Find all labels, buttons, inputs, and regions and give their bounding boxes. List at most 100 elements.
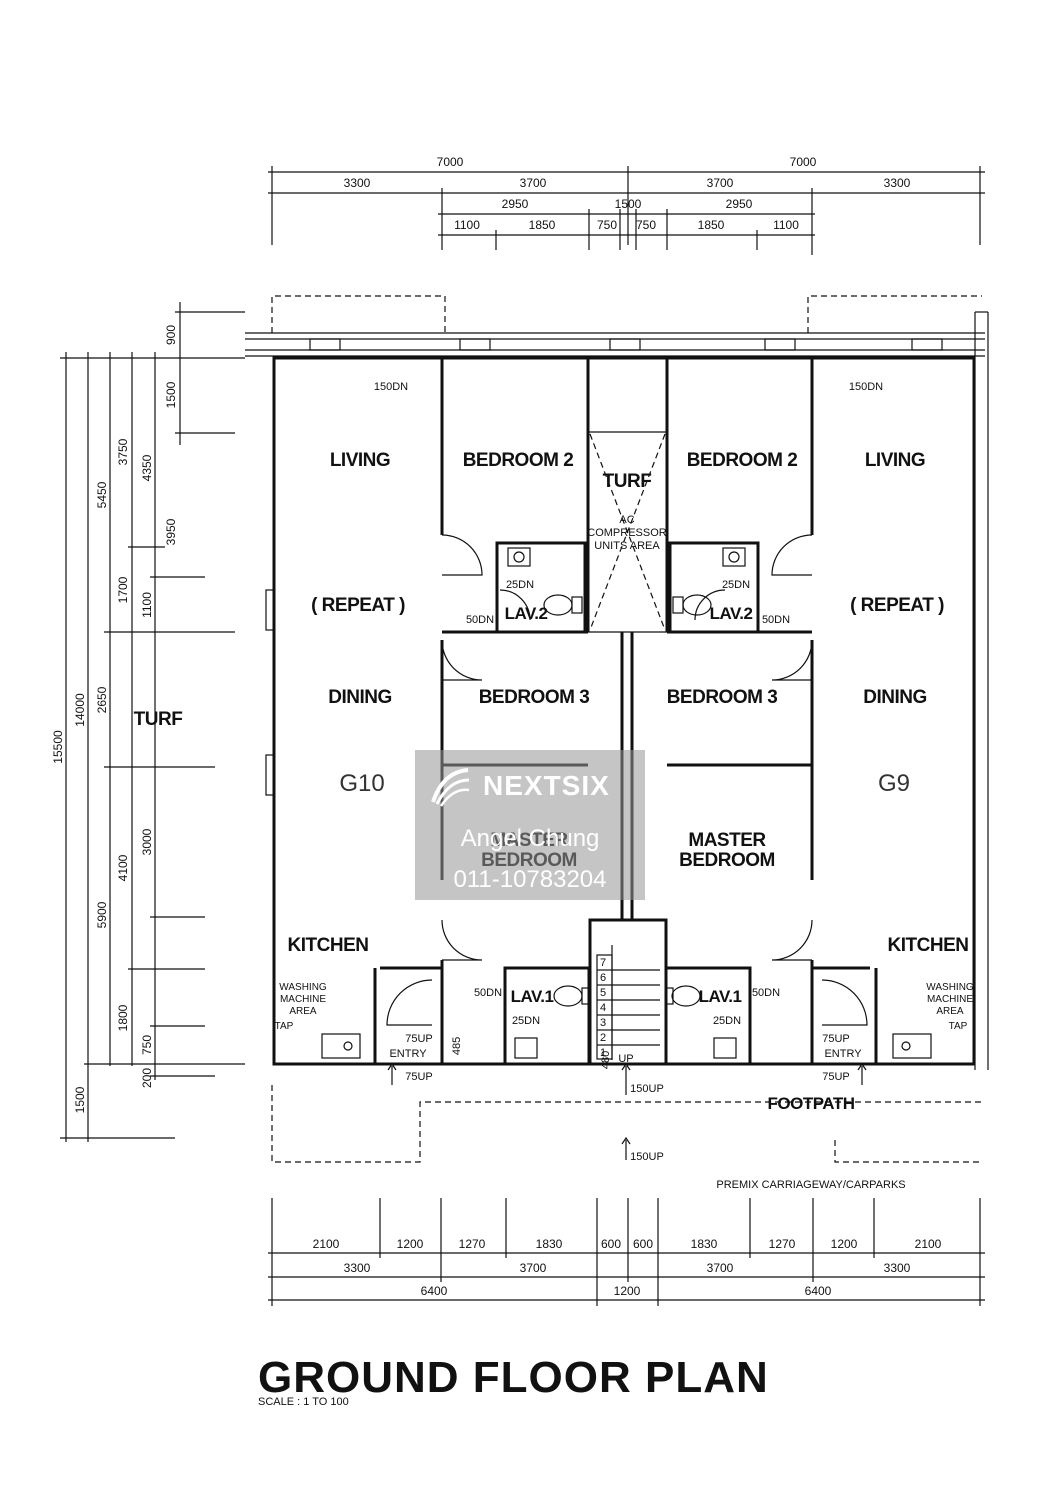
stair-step-3: 3 <box>600 1017 606 1029</box>
level-25dn-lav1-right: 25DN <box>713 1015 741 1027</box>
scale-note: SCALE : 1 TO 100 <box>258 1396 349 1408</box>
stair-treads <box>597 945 660 1060</box>
room-living-left: LIVING <box>330 450 390 471</box>
nextsix-logo-icon <box>431 768 470 807</box>
room-bedroom2-right: BEDROOM 2 <box>687 450 798 471</box>
dim-left-4100: 4100 <box>116 854 130 881</box>
room-turf-center: TURF <box>603 471 652 492</box>
dim-480: 480 <box>600 1051 612 1069</box>
stair-step-6: 6 <box>600 972 606 984</box>
dim-top-1500: 1500 <box>615 197 642 211</box>
room-lav2-right: LAV.2 <box>710 604 753 623</box>
stair-step-2: 2 <box>600 1032 606 1044</box>
room-dining-right: DINING <box>863 687 927 708</box>
stair-step-4: 4 <box>600 1002 606 1014</box>
dim-top-3700-right: 3700 <box>707 176 734 190</box>
dim-left-5900: 5900 <box>95 901 109 928</box>
unit-number-g9: G9 <box>878 770 910 797</box>
dim-left-1100: 1100 <box>140 592 154 618</box>
dim-bottom-2100-left: 2100 <box>313 1237 340 1251</box>
level-75up-inner-left: 75UP <box>405 1033 433 1045</box>
stair-step-5: 5 <box>600 987 606 999</box>
label-units-area: UNITS AREA <box>594 540 660 552</box>
label-carriageway: PREMIX CARRIAGEWAY/CARPARKS <box>716 1179 905 1191</box>
stair-step-7: 7 <box>600 957 606 969</box>
dim-left-2650: 2650 <box>95 686 109 713</box>
stair-step-1: 1 <box>600 1047 606 1059</box>
dim-top-3300-right: 3300 <box>884 176 911 190</box>
dim-bottom-3700-right: 3700 <box>707 1261 734 1275</box>
dim-bottom-1200-left: 1200 <box>397 1237 424 1251</box>
dim-left-3950: 3950 <box>164 518 178 545</box>
top-dimensions: 7000 7000 3300 3700 3700 3300 2950 1500 … <box>268 155 985 255</box>
walls <box>265 356 976 1066</box>
dim-top-1100-right: 1100 <box>773 218 799 232</box>
dim-left-15500: 15500 <box>51 730 65 764</box>
label-compressor: COMPRESSOR <box>587 527 667 539</box>
dim-bottom-3700-left: 3700 <box>520 1261 547 1275</box>
level-75up-inner-right: 75UP <box>822 1033 850 1045</box>
dim-top-7000-left: 7000 <box>437 155 464 169</box>
level-25dn-lav1-left: 25DN <box>512 1015 540 1027</box>
dim-bottom-600-right: 600 <box>633 1237 653 1251</box>
dim-left-200: 200 <box>140 1068 154 1088</box>
dim-bottom-3300-right: 3300 <box>884 1261 911 1275</box>
label-washing-right: WASHING <box>926 982 974 993</box>
dim-left-1500-bottom: 1500 <box>73 1086 87 1113</box>
dashed-outlines <box>271 295 982 1163</box>
label-machine-left: MACHINE <box>280 994 326 1005</box>
room-lav1-left: LAV.1 <box>511 987 554 1006</box>
room-repeat-left: ( REPEAT ) <box>311 595 405 616</box>
unit-number-g10: G10 <box>339 770 384 797</box>
watermark: NEXTSIX Angel Chung 011-10783204 <box>415 750 645 900</box>
label-tap-left: TAP <box>275 1021 294 1032</box>
room-kitchen-right: KITCHEN <box>888 935 969 956</box>
dim-top-2950-left: 2950 <box>502 197 529 211</box>
room-master-right: MASTER <box>688 830 766 851</box>
room-lav1-right: LAV.1 <box>699 987 742 1006</box>
level-up-stair: UP <box>618 1053 633 1065</box>
level-75up-outer-right: 75UP <box>822 1071 850 1083</box>
room-bedroom3-right: BEDROOM 3 <box>667 687 778 708</box>
dim-top-1850-right: 1850 <box>698 218 725 232</box>
label-machine-right: MACHINE <box>927 994 973 1005</box>
label-tap-right: TAP <box>949 1021 968 1032</box>
level-50dn-lav1-left: 50DN <box>474 987 502 999</box>
level-50dn-lav2-left: 50DN <box>466 614 494 626</box>
level-notes: 150DN 150DN 25DN 25DN 50DN 50DN 50DN 50D… <box>374 381 883 1163</box>
dim-left-14000: 14000 <box>73 693 87 727</box>
dim-485: 485 <box>451 1037 463 1055</box>
dim-top-750-left: 750 <box>597 218 617 232</box>
dim-bottom-1270-right: 1270 <box>769 1237 796 1251</box>
dim-top-1850-left: 1850 <box>529 218 556 232</box>
level-150up-road: 150UP <box>630 1151 664 1163</box>
room-living-right: LIVING <box>865 450 925 471</box>
dim-bottom-1830-right: 1830 <box>691 1237 718 1251</box>
room-dining-left: DINING <box>328 687 392 708</box>
level-150up-stair: 150UP <box>630 1083 664 1095</box>
dim-left-3000: 3000 <box>140 828 154 855</box>
dim-left-900: 900 <box>164 325 178 345</box>
room-bedroom2-left: BEDROOM 2 <box>463 450 574 471</box>
label-entry-right: ENTRY <box>824 1048 862 1060</box>
dim-left-5450: 5450 <box>95 481 109 508</box>
room-bedroom3-left: BEDROOM 3 <box>479 687 590 708</box>
dim-top-3300-left: 3300 <box>344 176 371 190</box>
dim-bottom-6400-left: 6400 <box>421 1284 448 1298</box>
room-master-bedroom-right: BEDROOM <box>679 850 775 871</box>
dim-bottom-1830-left: 1830 <box>536 1237 563 1251</box>
dim-left-1500: 1500 <box>164 381 178 408</box>
watermark-brand: NEXTSIX <box>483 770 610 801</box>
dim-top-7000-right: 7000 <box>790 155 817 169</box>
stair-step-numbers: 7 6 5 4 3 2 1 <box>600 957 606 1059</box>
label-entry-left: ENTRY <box>389 1048 427 1060</box>
level-25dn-lav2-left: 25DN <box>506 579 534 591</box>
dim-bottom-600-left: 600 <box>601 1237 621 1251</box>
dim-bottom-2100-right: 2100 <box>915 1237 942 1251</box>
level-50dn-lav2-right: 50DN <box>762 614 790 626</box>
label-footpath: FOOTPATH <box>768 1094 855 1113</box>
dim-bottom-6400-right: 6400 <box>805 1284 832 1298</box>
dim-bottom-1200-right: 1200 <box>831 1237 858 1251</box>
page-title: GROUND FLOOR PLAN <box>258 1353 769 1402</box>
